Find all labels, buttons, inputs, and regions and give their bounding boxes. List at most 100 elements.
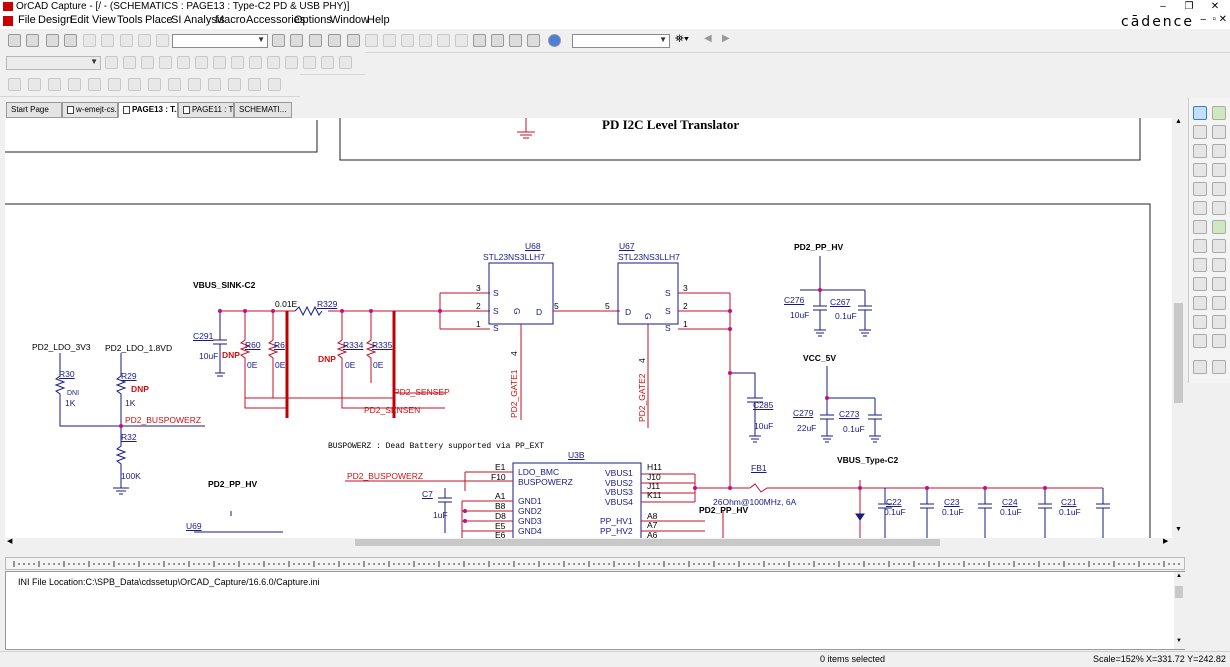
drag-connected-icon[interactable]	[509, 34, 522, 47]
netlist-icon[interactable]	[419, 34, 432, 47]
marker-diff-icon[interactable]	[195, 56, 208, 69]
tool-4-icon[interactable]	[68, 78, 81, 91]
tool-14-icon[interactable]	[268, 78, 281, 91]
menu-tools[interactable]: Tools	[117, 14, 143, 26]
scroll-down-icon[interactable]: ▼	[1176, 638, 1182, 644]
tool-7-icon[interactable]	[128, 78, 141, 91]
scroll-up-icon[interactable]: ▲	[1175, 118, 1182, 125]
run-icon[interactable]	[141, 56, 154, 69]
place-part-icon[interactable]	[1212, 106, 1226, 120]
place-wire-icon[interactable]	[1193, 125, 1207, 139]
open-icon[interactable]	[26, 34, 39, 47]
tool-11-icon[interactable]	[208, 78, 221, 91]
menu-design[interactable]: Design	[38, 14, 73, 26]
zoom-area-icon[interactable]	[309, 34, 322, 47]
mdi-minimize-button[interactable]: –	[1200, 14, 1206, 25]
tool-6-icon[interactable]	[108, 78, 121, 91]
help-icon[interactable]	[548, 34, 561, 47]
save-icon[interactable]	[46, 34, 59, 47]
menu-accessories[interactable]: Accessories	[246, 14, 306, 26]
place-ellipse-icon[interactable]	[1212, 296, 1226, 310]
edit-profile-icon[interactable]	[123, 56, 136, 69]
auto-wire-two-points-icon[interactable]	[1193, 144, 1207, 158]
restore-button[interactable]: ❐	[1184, 1, 1194, 12]
place-off-page-icon[interactable]	[1193, 258, 1207, 272]
cross-reference-icon[interactable]	[437, 34, 450, 47]
tool-1-icon[interactable]	[8, 78, 21, 91]
tab-start-page[interactable]: Start Page	[6, 102, 62, 118]
view-icon[interactable]	[347, 34, 360, 47]
place-bezier-icon[interactable]	[1212, 315, 1226, 329]
horizontal-scrollbar[interactable]: ◀ ▶	[5, 538, 1185, 547]
part-combo[interactable]: ▼	[172, 34, 268, 48]
tab-project[interactable]: w-emejt-cs...	[62, 102, 118, 118]
bias-current-icon[interactable]	[285, 56, 298, 69]
horizontal-scroll-thumb[interactable]	[355, 539, 940, 546]
schematic-canvas[interactable]: PD I2C Level Translator VBUS_SINK-C2 0.0…	[5, 118, 1185, 538]
place-net-alias-icon[interactable]	[1212, 163, 1226, 177]
tab-page13[interactable]: PAGE13 : T...	[118, 102, 178, 118]
tab-page11[interactable]: PAGE11 : T...	[178, 102, 234, 118]
place-pin-icon[interactable]	[1212, 239, 1226, 253]
copy-icon[interactable]	[101, 34, 114, 47]
place-net-alias-b-icon[interactable]	[1193, 360, 1207, 374]
scroll-up-icon[interactable]: ▲	[1176, 573, 1182, 579]
vertical-scrollbar[interactable]: ▲ ▼	[1172, 118, 1185, 538]
auto-wire-multiple-icon[interactable]	[1212, 144, 1226, 158]
place-hierarchical-block-icon[interactable]	[1212, 220, 1226, 234]
tool-3-icon[interactable]	[48, 78, 61, 91]
zoom-in-icon[interactable]	[272, 34, 285, 47]
close-button[interactable]: ✕	[1210, 1, 1220, 12]
vertical-scroll-thumb[interactable]	[1174, 303, 1183, 403]
select-tool-icon[interactable]	[1193, 106, 1207, 120]
tool-8-icon[interactable]	[148, 78, 161, 91]
place-line-icon[interactable]	[1193, 277, 1207, 291]
menu-macro[interactable]: Macro	[215, 14, 246, 26]
place-bus-icon[interactable]	[1193, 182, 1207, 196]
bias-power-icon[interactable]	[321, 56, 334, 69]
menu-options[interactable]: Options	[294, 14, 332, 26]
marker-power-icon[interactable]	[231, 56, 244, 69]
redo-icon[interactable]	[156, 34, 169, 47]
bias-voltage-icon[interactable]	[249, 56, 262, 69]
cut-icon[interactable]	[83, 34, 96, 47]
marker-voltage-icon[interactable]	[177, 56, 190, 69]
place-net-group-icon[interactable]	[1212, 125, 1226, 139]
tool-2-icon[interactable]	[28, 78, 41, 91]
menu-view[interactable]: View	[92, 14, 116, 26]
project-manager-icon[interactable]	[527, 34, 540, 47]
print-icon[interactable]	[64, 34, 77, 47]
menu-help[interactable]: Help	[367, 14, 390, 26]
bom-icon[interactable]	[455, 34, 468, 47]
snap-grid-icon[interactable]	[473, 34, 486, 47]
tool-9-icon[interactable]	[168, 78, 181, 91]
place-rectangle-icon[interactable]	[1193, 296, 1207, 310]
scroll-down-icon[interactable]: ▼	[1175, 526, 1182, 533]
menu-edit[interactable]: Edit	[70, 14, 89, 26]
tool-12-icon[interactable]	[228, 78, 241, 91]
annotate-icon[interactable]	[365, 34, 378, 47]
undo-icon[interactable]	[138, 34, 151, 47]
sim-settings-icon[interactable]	[105, 56, 118, 69]
area-select-icon[interactable]	[491, 34, 504, 47]
find-next-icon[interactable]: ▶	[722, 33, 730, 44]
zoom-out-icon[interactable]	[290, 34, 303, 47]
place-power-icon[interactable]	[1212, 201, 1226, 215]
new-icon[interactable]	[8, 34, 21, 47]
drc-icon[interactable]	[401, 34, 414, 47]
menu-file[interactable]: File	[18, 14, 36, 26]
back-annotate-icon[interactable]	[383, 34, 396, 47]
results-icon[interactable]	[159, 56, 172, 69]
mdi-close-button[interactable]: ✕	[1218, 14, 1227, 25]
place-ground-icon[interactable]	[1193, 220, 1207, 234]
tab-schematics[interactable]: SCHEMATI...	[234, 102, 292, 118]
bias-current-toggle-icon[interactable]	[303, 56, 316, 69]
search-combo[interactable]: ▼	[572, 34, 670, 48]
marker-current-icon[interactable]	[213, 56, 226, 69]
menu-si-analysis[interactable]: SI Analysis	[171, 14, 225, 26]
scroll-right-icon[interactable]: ▶	[1163, 538, 1169, 545]
bias-power-toggle-icon[interactable]	[339, 56, 352, 69]
tool-5-icon[interactable]	[88, 78, 101, 91]
place-polyline-icon[interactable]	[1212, 277, 1226, 291]
menu-place[interactable]: Place	[145, 14, 173, 26]
